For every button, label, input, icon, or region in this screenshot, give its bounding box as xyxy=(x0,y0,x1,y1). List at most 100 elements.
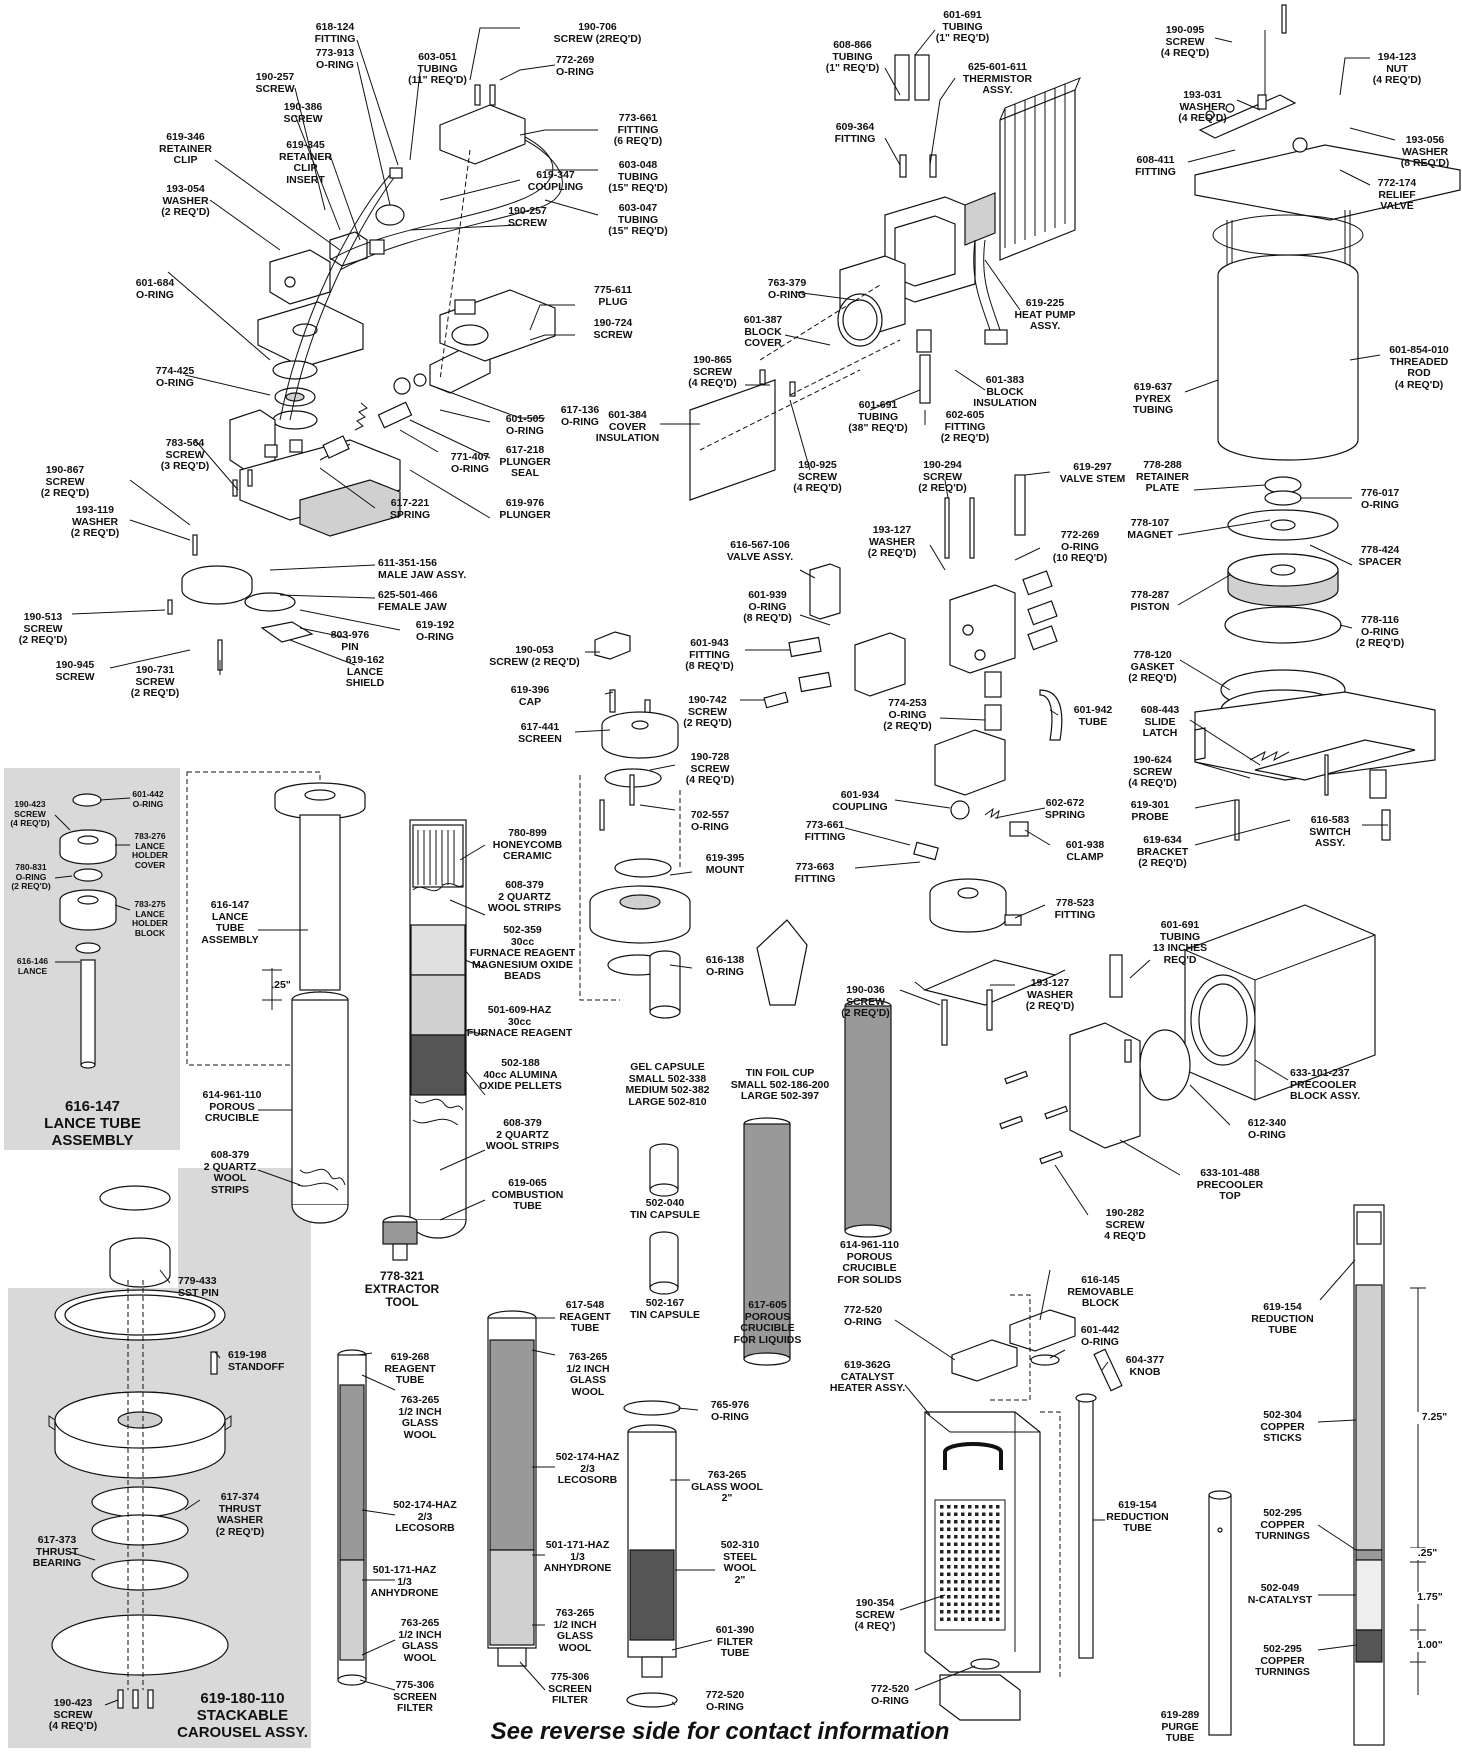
label-763-265-glass-wool-e: 763-265 GLASS WOOL 2" xyxy=(691,1469,763,1504)
carousel-title: 619-180-110 STACKABLE CAROUSEL ASSY. xyxy=(177,1690,308,1741)
label-617-548-reagent-tube: 617-548 REAGENT TUBE xyxy=(559,1299,611,1334)
label-775-306-screen-filter-b: 775-306 SCREEN FILTER xyxy=(548,1671,592,1706)
label-601-934-coupling: 601-934 COUPLING xyxy=(832,789,888,813)
label-614-961-crucible-solids: 614-961-110 POROUS CRUCIBLE FOR SOLIDS xyxy=(837,1239,902,1286)
label-193-056-washer: 193-056 WASHER (8 REQ'D) xyxy=(1400,134,1450,169)
label-778-523-fitting: 778-523 FITTING xyxy=(1054,897,1096,921)
label-763-265-glass-wool-a: 763-265 1/2 INCH GLASS WOOL xyxy=(398,1394,442,1441)
label-502-174-lecosorb-a: 502-174-HAZ 2/3 LECOSORB xyxy=(393,1499,457,1534)
leader-lines xyxy=(54,27,1396,1706)
label-779-433-sst-pin: 779-433 SST PIN xyxy=(178,1275,219,1299)
label-190-706-screw: 190-706 SCREW (2REQ'D) xyxy=(553,21,642,45)
label-601-691-tubing-b: 601-691 TUBING (38" REQ'D) xyxy=(848,399,908,434)
label-190-036-screw: 190-036 SCREW (2 REQ'D) xyxy=(841,984,890,1019)
label-619-162-lance-shield: 619-162 LANCE SHIELD xyxy=(345,654,385,689)
label-778-288-retainer-plate: 778-288 RETAINER PLATE xyxy=(1136,459,1189,494)
label-616-147-lance-tube: 616-147 LANCE TUBE ASSEMBLY xyxy=(201,899,259,946)
label-619-395-mount: 619-395 MOUNT xyxy=(705,852,745,876)
label-193-031-washer: 193-031 WASHER (4 REQ'D) xyxy=(1178,89,1227,124)
label-633-101-488-top: 633-101-488 PRECOOLER TOP xyxy=(1196,1167,1264,1202)
label-775-611-plug: 775-611 PLUG xyxy=(594,284,632,308)
label-603-047-tubing: 603-047 TUBING (15" REQ'D) xyxy=(608,202,668,237)
label-601-387-block-cover: 601-387 BLOCK COVER xyxy=(743,314,783,349)
label-616-145-removable-block: 616-145 REMOVABLE BLOCK xyxy=(1067,1274,1134,1309)
label-601-943-fitting: 601-943 FITTING (8 REQ'D) xyxy=(685,637,734,672)
label-617-374-thrust-washer: 617-374 THRUST WASHER (2 REQ'D) xyxy=(215,1491,265,1538)
label-601-691-tubing-c: 601-691 TUBING 13 INCHES REQ'D xyxy=(1152,919,1208,966)
label-619-268-reagent-tube: 619-268 REAGENT TUBE xyxy=(384,1351,436,1386)
label-774-253-o-ring: 774-253 O-RING (2 REQ'D) xyxy=(883,697,932,732)
label-502-359-reagent: 502-359 30cc FURNACE REAGENT MAGNESIUM O… xyxy=(469,924,576,982)
label-775-306-screen-filter-a: 775-306 SCREEN FILTER xyxy=(393,1679,437,1714)
label-625-501-female-jaw: 625-501-466 FEMALE JAW xyxy=(378,589,447,613)
label-502-188-pellets: 502-188 40cc ALUMINA OXIDE PELLETS xyxy=(479,1057,562,1092)
label-778-424-spacer: 778-424 SPACER xyxy=(1358,544,1402,568)
label-619-065-combustion-tube: 619-065 COMBUSTION TUBE xyxy=(491,1177,564,1212)
label-601-939-o-ring: 601-939 O-RING (8 REQ'D) xyxy=(743,589,792,624)
label-616-146-lance: 616-146 LANCE xyxy=(16,956,49,976)
label-763-265-glass-wool-c: 763-265 1/2 INCH GLASS WOOL xyxy=(566,1351,610,1398)
label-778-287-piston: 778-287 PISTON xyxy=(1130,589,1170,613)
label-765-976-o-ring: 765-976 O-RING xyxy=(710,1399,750,1423)
label-190-925-screw: 190-925 SCREW (4 REQ'D) xyxy=(793,459,842,494)
label-501-171-anhydrone-b: 501-171-HAZ 1/3 ANHYDRONE xyxy=(543,1539,612,1574)
label-616-567-valve: 616-567-106 VALVE ASSY. xyxy=(726,539,794,563)
label-783-276-cover: 783-276 LANCE HOLDER COVER xyxy=(132,831,168,870)
label-619-154-reduction-tube-a: 619-154 REDUCTION TUBE xyxy=(1106,1499,1169,1534)
label-778-321-extractor: 778-321 EXTRACTOR TOOL xyxy=(364,1269,440,1309)
label-619-634-bracket: 619-634 BRACKET (2 REQ'D) xyxy=(1136,834,1189,869)
label-601-691-tubing-a: 601-691 TUBING (1" REQ'D) xyxy=(935,9,990,44)
combustion-tubes xyxy=(186,771,467,1239)
label-190-354-screw: 190-354 SCREW (4 REQ') xyxy=(854,1597,896,1632)
label-608-443-slide-latch: 608-443 SLIDE LATCH xyxy=(1140,704,1180,739)
label-502-049-n-catalyst: 502-049 N-CATALYST xyxy=(1247,1582,1313,1606)
label-dim-100: 1.00" xyxy=(1410,1639,1450,1652)
label-619-289-purge-tube: 619-289 PURGE TUBE xyxy=(1160,1709,1200,1744)
lance-panel-drawing xyxy=(59,793,117,1069)
label-190-867-screw: 190-867 SCREW (2 REQ'D) xyxy=(40,464,90,499)
label-614-961-crucible-a: 614-961-110 POROUS CRUCIBLE xyxy=(202,1089,262,1124)
label-608-866-tubing: 608-866 TUBING (1" REQ'D) xyxy=(825,39,880,74)
label-619-198-standoff: 619-198 STANDOFF xyxy=(228,1349,285,1373)
label-502-295-copper-turnings-b: 502-295 COPPER TURNINGS xyxy=(1255,1643,1310,1678)
label-617-136-o-ring: 617-136 O-RING xyxy=(560,404,600,428)
label-601-390-filter-tube: 601-390 FILTER TUBE xyxy=(715,1624,755,1659)
label-774-425-o-ring: 774-425 O-RING xyxy=(155,365,195,389)
catalyst-heater-drawing xyxy=(924,1294,1232,1736)
label-616-583-switch: 616-583 SWITCH ASSY. xyxy=(1309,814,1351,849)
label-772-520-o-ring-b: 772-520 O-RING xyxy=(843,1304,883,1328)
label-502-295-copper-turnings-a: 502-295 COPPER TURNINGS xyxy=(1255,1507,1310,1542)
label-601-442-o-ring-b: 601-442 O-RING xyxy=(1080,1324,1120,1348)
lance-jaw-assembly xyxy=(167,84,563,671)
label-601-505-o-ring: 601-505 O-RING xyxy=(505,413,545,437)
reagent-tubes xyxy=(337,1310,681,1708)
label-612-340-o-ring: 612-340 O-RING xyxy=(1247,1117,1287,1141)
label-618-124-fitting: 618-124 FITTING xyxy=(314,21,356,45)
footer-contact-note: See reverse side for contact information xyxy=(490,1718,950,1745)
label-502-167-tin-capsule: 502-167 TIN CAPSULE xyxy=(629,1297,700,1321)
label-190-257-screw-b: 190-257 SCREW xyxy=(507,205,548,229)
label-190-386-screw: 190-386 SCREW xyxy=(283,101,323,125)
label-633-101-237-block: 633-101-237 PRECOOLER BLOCK ASSY. xyxy=(1290,1067,1361,1102)
label-501-171-anhydrone-a: 501-171-HAZ 1/3 ANHYDRONE xyxy=(370,1564,439,1599)
label-603-051-tubing: 603-051 TUBING (11" REQ'D) xyxy=(408,51,467,86)
label-gel-capsule: GEL CAPSULE SMALL 502-338 MEDIUM 502-382… xyxy=(625,1061,710,1108)
label-773-661-fitting-b: 773-661 FITTING xyxy=(804,819,846,843)
label-190-945-screw: 190-945 SCREW xyxy=(55,659,95,683)
heat-pump-assembly xyxy=(689,54,1081,501)
label-502-304-copper-sticks: 502-304 COPPER STICKS xyxy=(1260,1409,1305,1444)
label-619-976-plunger: 619-976 PLUNGER xyxy=(499,497,551,521)
label-619-346-retainer-clip: 619-346 RETAINER CLIP xyxy=(159,131,212,166)
label-608-411-fitting: 608-411 FITTING xyxy=(1135,154,1176,178)
label-601-942-tube: 601-942 TUBE xyxy=(1073,704,1113,728)
label-190-294-screw: 190-294 SCREW (2 REQ'D) xyxy=(918,459,967,494)
label-dim-25-lance: .25" xyxy=(271,979,291,991)
label-194-123-nut: 194-123 NUT (4 REQ'D) xyxy=(1372,51,1422,86)
label-190-731-screw: 190-731 SCREW (2 REQ'D) xyxy=(130,664,180,699)
label-601-384-cover-insulation: 601-384 COVER INSULATION xyxy=(595,409,660,444)
label-617-221-spring: 617-221 SPRING xyxy=(389,497,431,521)
label-625-601-thermistor: 625-601-611 THERMISTOR ASSY. xyxy=(962,61,1033,96)
lance-tube-assembly-title: 616-147 LANCE TUBE ASSEMBLY xyxy=(44,1098,141,1149)
precooler-piston-assembly xyxy=(1194,4,1461,841)
